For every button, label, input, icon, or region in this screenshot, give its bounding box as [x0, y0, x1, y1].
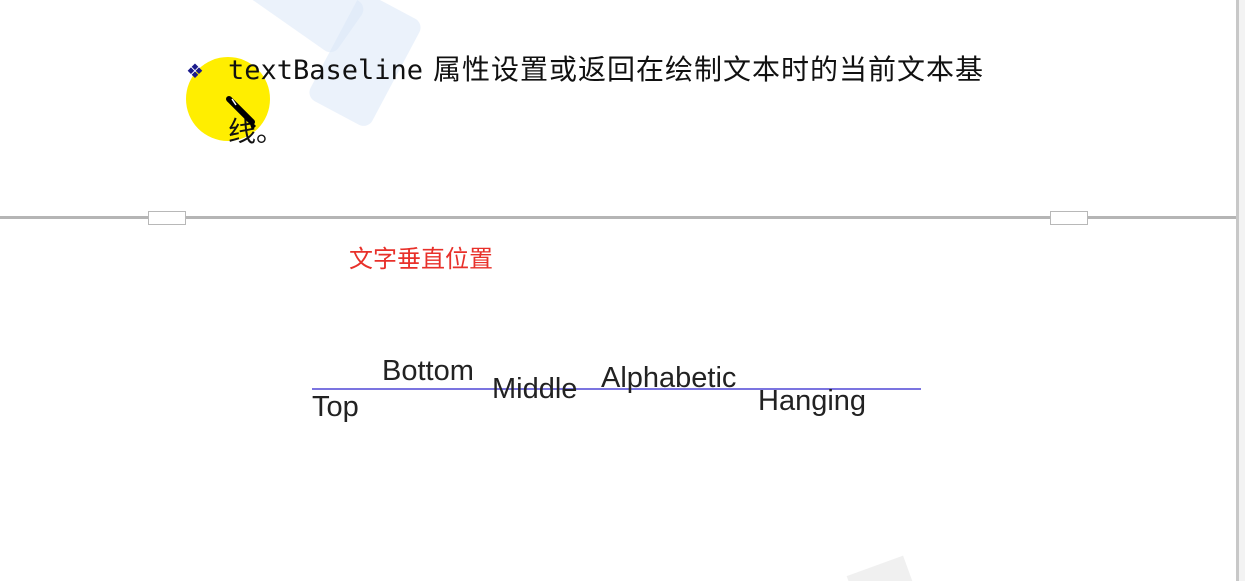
label-bottom: Bottom [382, 355, 474, 387]
slide-divider [0, 216, 1236, 219]
code-term: textBaseline [228, 55, 424, 86]
label-middle: Middle [492, 373, 578, 405]
description-line-1: textBaseline 属性设置或返回在绘制文本时的当前文本基 [228, 52, 984, 89]
label-top: Top [312, 391, 359, 423]
description-line-2: 线。 [228, 115, 285, 148]
pen-cursor-icon [226, 96, 256, 130]
reference-baseline [312, 388, 921, 390]
label-alphabetic: Alphabetic [601, 362, 737, 394]
bullet-icon: ❖ [186, 59, 204, 83]
demo-heading: 文字垂直位置 [349, 245, 493, 273]
page-gutter [1239, 0, 1245, 581]
watermark-shape [846, 555, 914, 581]
slide-text-section: ❖ textBaseline 属性设置或返回在绘制文本时的当前文本基 线。 [0, 0, 1236, 217]
label-hanging: Hanging [758, 385, 867, 417]
description-text: 属性设置或返回在绘制文本时的当前文本基 [423, 53, 984, 86]
page-right-edge [1236, 0, 1239, 581]
resize-handle-left[interactable] [148, 211, 186, 225]
resize-handle-right[interactable] [1050, 211, 1088, 225]
